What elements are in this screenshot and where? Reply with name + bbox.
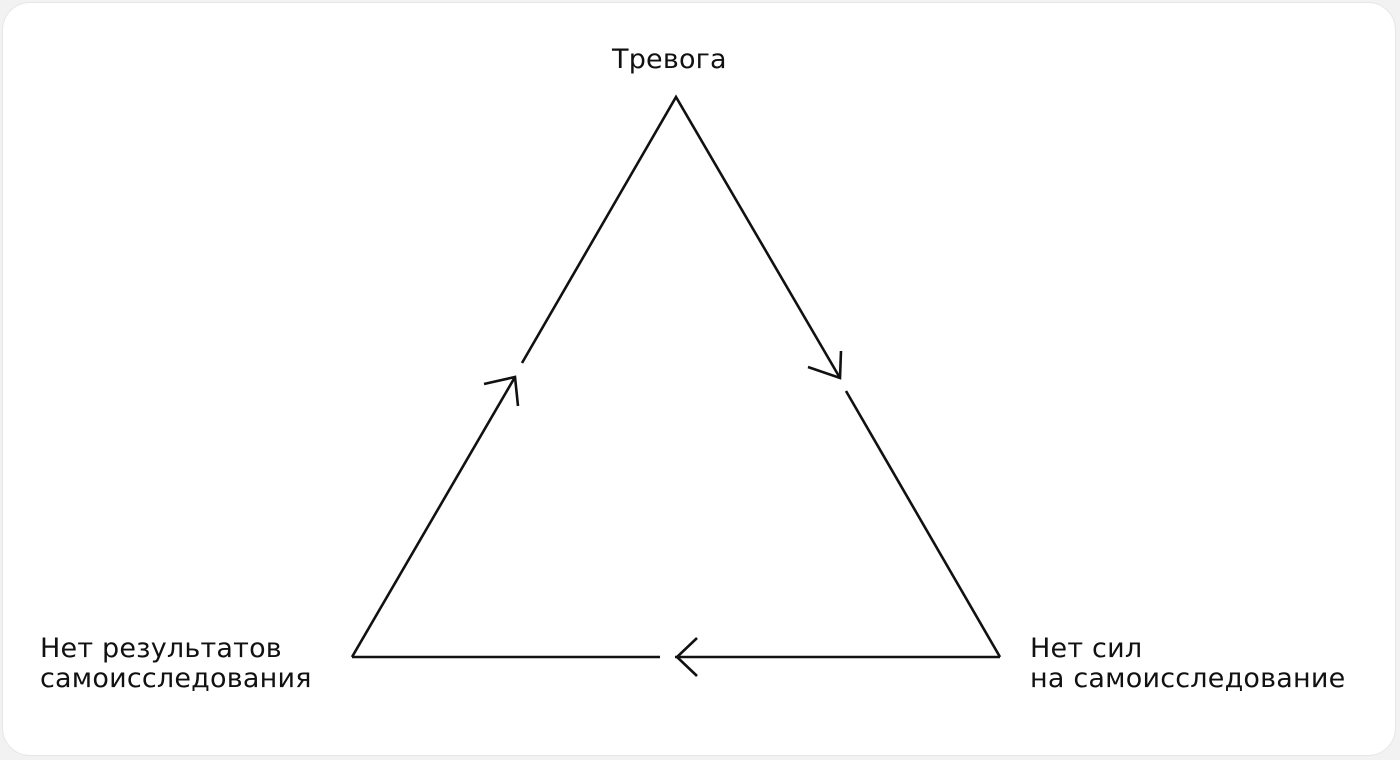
node-label-top-line-1: Тревога: [612, 44, 727, 75]
node-label-left: Нет результатов самоисследования: [40, 634, 312, 694]
node-label-top: Тревога: [612, 45, 727, 75]
edge-top-to-right: [520, 94, 1002, 658]
edge-left-to-top-line: [350, 376, 517, 658]
node-label-right-line-1: Нет сил: [1030, 633, 1143, 664]
node-label-left-line-2: самоисследования: [40, 663, 312, 694]
node-label-right-line-2: на самоисследование: [1030, 663, 1346, 694]
node-label-left-line-1: Нет результатов: [40, 633, 282, 664]
edge-top-to-right-line: [520, 94, 842, 379]
edge-right-to-left: [352, 637, 1000, 677]
edge-top-to-right-line-lower: [844, 390, 1002, 658]
edge-top-to-right-arrowhead: [807, 350, 843, 380]
node-label-right: Нет сил на самоисследование: [1030, 634, 1345, 694]
edge-right-to-left-arrowhead: [675, 637, 698, 677]
edge-left-to-top-arrowhead: [483, 375, 520, 407]
edge-left-to-top: [350, 375, 520, 658]
